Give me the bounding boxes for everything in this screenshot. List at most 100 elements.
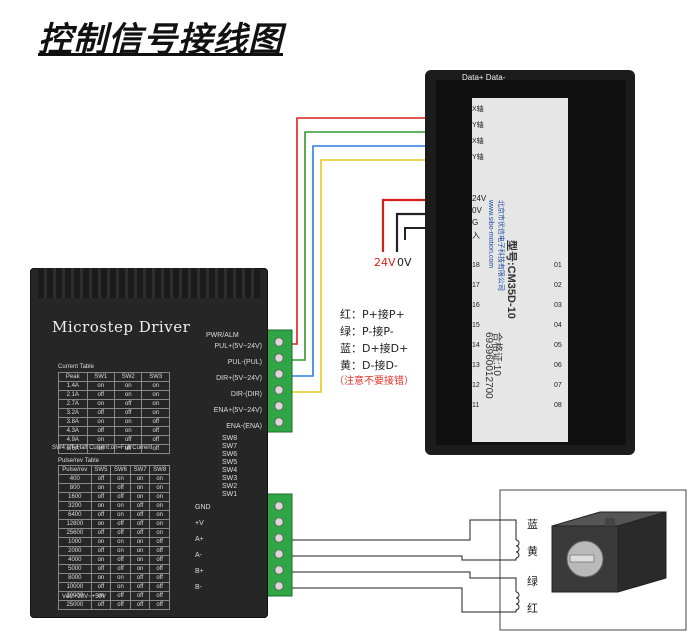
table-header-cell: SW5 (90, 465, 112, 475)
table-cell: off (141, 444, 170, 454)
page-title: 控制信号接线图 (38, 20, 283, 60)
driver-switch-label: SW2 (222, 483, 238, 490)
driver-power-terminal (265, 493, 293, 597)
table-header-cell: SW2 (113, 372, 143, 382)
driver-switch-label: SW1 (222, 491, 238, 498)
table-cell: on (129, 564, 151, 574)
voltage-0v-label: 0V (397, 256, 412, 269)
wire-0v (395, 212, 431, 252)
table-cell: off (110, 591, 131, 601)
table-cell: on (110, 510, 131, 520)
table-header-cell: Peak (58, 372, 88, 382)
driver-switch-label: SW3 (222, 475, 238, 482)
wire-24v (381, 198, 431, 252)
driver-switch-label: SW4 (222, 467, 238, 474)
table-cell: 25000 (58, 600, 92, 610)
controller-model: 型号:CM35D-10 (505, 240, 517, 319)
table-cell: off (110, 492, 131, 502)
driver-switch-label: SW5 (222, 459, 238, 466)
power-wires (381, 198, 431, 252)
table-cell: on (110, 501, 131, 511)
table-cell: 2.1A (58, 390, 88, 400)
table-cell: on (113, 426, 143, 436)
current-table-title: Current Table (58, 364, 94, 370)
driver-power-terminal-screw (274, 533, 284, 543)
table-cell: on (129, 492, 151, 502)
controller-io-number: 06 (554, 362, 562, 369)
table-cell: on (149, 501, 170, 511)
table-cell: off (113, 399, 143, 409)
table-cell: 400 (58, 474, 92, 484)
pwr-alm-label: PWR/ALM (206, 332, 239, 339)
table-cell: on (86, 435, 116, 445)
table-cell: off (113, 408, 143, 418)
table-cell: 5000 (58, 564, 92, 574)
driver-signal-terminal-screw (274, 369, 284, 379)
table-cell: 4.3A (58, 426, 88, 436)
table-cell: off (141, 435, 170, 445)
table-header-cell: SW6 (110, 465, 131, 475)
table-cell: on (141, 399, 170, 409)
driver-power-terminal-screw (274, 549, 284, 559)
driver-power-label: A- (195, 552, 202, 559)
driver-power-terminal-screw (274, 501, 284, 511)
driver-switch-label: SW8 (222, 435, 238, 442)
table-cell: on (90, 573, 112, 583)
table-cell: 3.8A (58, 417, 88, 427)
motor-coil-label: 蓝 (527, 518, 538, 531)
controller-io-number: 04 (554, 322, 562, 329)
table-header-cell: SW7 (129, 465, 151, 475)
table-cell: 4.9A (58, 435, 88, 445)
table-cell: off (90, 582, 112, 592)
table-cell: off (141, 426, 170, 436)
table-cell: off (129, 600, 151, 610)
table-cell: off (90, 474, 112, 484)
table-cell: 4000 (58, 555, 92, 565)
table-header-cell: SW8 (149, 465, 170, 475)
table-cell: on (129, 537, 151, 547)
motor-coil-b (515, 591, 520, 611)
driver-signal-terminal-screw (274, 417, 284, 427)
table-cell: 6400 (58, 510, 92, 520)
driver-signal-label: DIR+(5V~24V) (216, 375, 262, 382)
table-cell: 2000 (58, 546, 92, 556)
table-cell: on (129, 474, 151, 484)
controller-website: www.sibo-motion.com (487, 200, 494, 269)
controller-io-number: 14 (472, 342, 480, 349)
controller-io-number: 02 (554, 282, 562, 289)
motor-wire-a-plus (292, 519, 517, 541)
table-cell: 8000 (58, 573, 92, 583)
motor-coil-label: 红 (527, 602, 538, 615)
signal-wire-1 (292, 131, 431, 361)
table-cell: off (110, 528, 131, 538)
controller-serial: 693960012700 (483, 332, 494, 399)
controller-io-number: 05 (554, 342, 562, 349)
controller-io-number: 16 (472, 302, 480, 309)
legend-line: 红：P+接P+ (340, 308, 405, 321)
controller-power-label: G (472, 218, 479, 227)
table-cell: off (90, 510, 112, 520)
table-cell: off (149, 555, 170, 565)
table-cell: 3.2A (58, 408, 88, 418)
motor-wire-b-plus (292, 571, 517, 592)
table-cell: off (110, 564, 131, 574)
table-cell: on (90, 501, 112, 511)
controller-io-number: 15 (472, 322, 480, 329)
table-cell: off (113, 444, 143, 454)
table-cell: off (149, 537, 170, 547)
controller-io-number: 03 (554, 302, 562, 309)
controller-io-number: 08 (554, 402, 562, 409)
table-cell: off (113, 435, 143, 445)
legend-line: 黄：D-接D- (340, 359, 398, 372)
controller-power-label: 入 (472, 231, 480, 240)
table-cell: on (90, 519, 112, 529)
table-cell: on (90, 555, 112, 565)
